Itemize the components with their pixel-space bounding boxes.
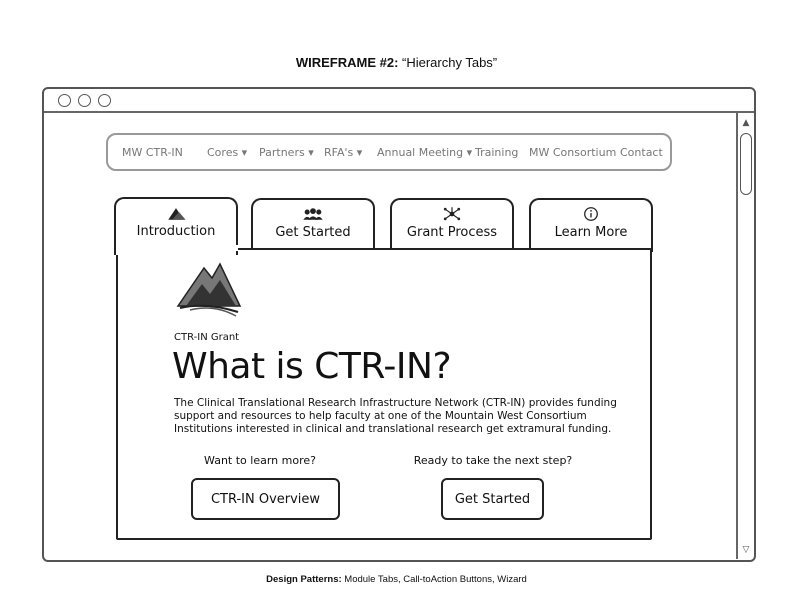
design-patterns-label: Design Patterns: <box>266 574 342 585</box>
tab-panel-introduction: CTR-IN Grant What is CTR-IN? The Clinica… <box>116 248 652 540</box>
tab-learn-more-label: Learn More <box>554 225 628 240</box>
tab-grant-process[interactable]: Grant Process <box>390 198 514 252</box>
content-headline: What is CTR-IN? <box>172 346 452 387</box>
tab-grant-process-label: Grant Process <box>406 225 498 240</box>
info-icon <box>584 207 598 221</box>
design-patterns-list: Module Tabs, Call-toAction Buttons, Wiza… <box>341 574 527 585</box>
tab-learn-more[interactable]: Learn More <box>529 198 653 252</box>
tab-get-started-label: Get Started <box>275 225 351 240</box>
tab-get-started[interactable]: Get Started <box>251 198 375 252</box>
content-description: The Clinical Translational Research Infr… <box>174 397 617 435</box>
get-started-button[interactable]: Get Started <box>441 478 544 520</box>
scroll-down-icon[interactable]: ▽ <box>742 545 750 555</box>
active-tab-joint <box>118 245 238 251</box>
top-navigation: MW CTR-IN Cores ▾ Partners ▾ RFA's ▾ Ann… <box>106 133 672 171</box>
browser-titlebar <box>44 89 754 113</box>
window-minimize-dot[interactable] <box>78 94 91 107</box>
nav-item-annual-meeting[interactable]: Annual Meeting ▾ <box>377 146 473 159</box>
tab-introduction-label: Introduction <box>136 224 216 239</box>
nav-item-contact[interactable]: Contact <box>620 146 663 159</box>
vertical-scrollbar[interactable]: ▲ ▽ <box>736 113 754 559</box>
mountain-icon <box>168 208 186 220</box>
wireframe-title-name: “Hierarchy Tabs” <box>398 55 498 70</box>
browser-window: ▲ ▽ MW CTR-IN Cores ▾ Partners ▾ RFA's ▾… <box>42 87 756 562</box>
nav-item-cores[interactable]: Cores ▾ <box>207 146 248 159</box>
window-close-dot[interactable] <box>58 94 71 107</box>
nav-item-mw-consortium[interactable]: MW Consortium <box>529 146 617 159</box>
wireframe-title-number: WIREFRAME #2: <box>295 55 399 70</box>
people-icon <box>303 208 323 220</box>
window-maximize-dot[interactable] <box>98 94 111 107</box>
nav-item-partners[interactable]: Partners ▾ <box>259 146 314 159</box>
cta-right-prompt: Ready to take the next step? <box>413 454 573 467</box>
cta-left-prompt: Want to learn more? <box>204 454 316 467</box>
content-eyebrow: CTR-IN Grant <box>174 332 240 343</box>
nav-item-training[interactable]: Training <box>475 146 519 159</box>
ctr-in-logo <box>176 262 242 317</box>
ctr-in-overview-button[interactable]: CTR-IN Overview <box>191 478 340 520</box>
network-icon <box>443 207 461 221</box>
nav-item-home[interactable]: MW CTR-IN <box>122 146 183 159</box>
scroll-up-icon[interactable]: ▲ <box>742 118 750 128</box>
wireframe-title: WIREFRAME #2: “Hierarchy Tabs” <box>0 55 793 70</box>
design-patterns-caption: Design Patterns: Module Tabs, Call-toAct… <box>0 574 793 585</box>
nav-item-rfas[interactable]: RFA's ▾ <box>324 146 363 159</box>
scroll-thumb[interactable] <box>740 133 752 195</box>
